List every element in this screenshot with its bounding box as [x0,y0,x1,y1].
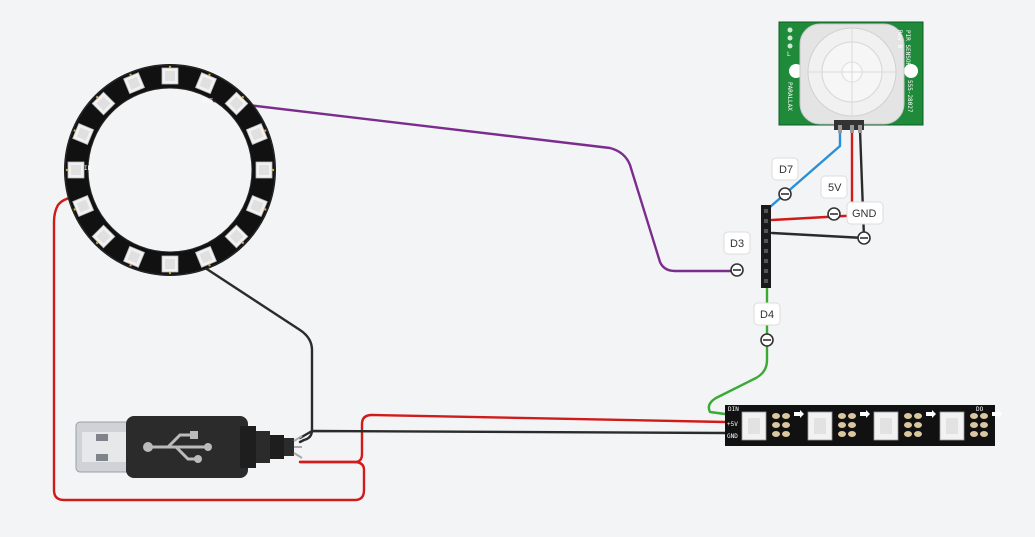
wire-label-5v-text: 5V [828,182,842,194]
ring-led [224,224,249,249]
usb-icon [148,433,208,461]
wire-label-d4[interactable]: D4 [753,302,781,347]
strip-leds [741,410,1002,441]
ring-led [72,194,95,217]
ring-led [123,72,146,95]
wire-red-usb-to-strip[interactable] [298,413,727,464]
led-strip[interactable]: DIN +5V GND DO [725,405,1002,446]
header-pin [764,239,768,243]
usb-connector[interactable] [75,416,303,478]
wire-label-gnd[interactable]: GND [846,201,884,245]
header-pin [764,249,768,253]
pin-header[interactable] [761,205,771,288]
ring-led [255,161,275,179]
pir-jumper-label: L [787,51,791,58]
wire-black-usb-to-strip[interactable] [298,429,727,440]
strip-led [741,410,804,441]
header-pin [764,229,768,233]
ring-led [224,91,249,116]
ring-led [72,123,95,146]
ring-led [194,245,217,268]
ring-pin-out-label: OUT [202,98,213,105]
header-pin [764,219,768,223]
ring-led [194,72,217,95]
ring-led [91,91,116,116]
wire-black-ring-to-usb[interactable] [188,256,314,444]
ring-led [161,65,179,85]
wire-label-d3[interactable]: D3 [723,231,751,277]
neopixel-ring[interactable]: OUT IN [64,64,276,276]
header-pin [764,269,768,273]
pir-sensor[interactable]: L PIR SENSOR Rev B 555-28027 PARALLAX [778,21,924,133]
wire-green-header-to-strip[interactable] [707,286,769,416]
strip-led [873,410,936,441]
wire-blue-pir-to-header[interactable] [768,128,842,209]
header-pin [764,279,768,283]
wire-red-ring-to-usb[interactable] [52,194,366,502]
ring-led [161,255,179,275]
wires [52,99,866,502]
pir-part-number: 555-28027 [906,80,913,113]
pir-brand-label: PARALLAX [786,82,793,111]
ring-led [245,123,268,146]
ring-led [123,245,146,268]
strip-pin-do-label: DO [976,406,984,413]
wire-purple-ring-to-d3[interactable] [212,99,739,273]
strip-led [807,410,870,441]
ring-pin-in-label: IN [84,165,92,172]
header-pin [764,259,768,263]
wire-label-d7-text: D7 [779,164,793,176]
wire-label-5v[interactable]: 5V [820,175,848,221]
strip-led [939,410,1002,441]
strip-pin-5v-label: +5V [727,421,738,428]
wire-label-d3-text: D3 [730,238,744,250]
wire-label-d7[interactable]: D7 [771,157,799,201]
wire-label-d4-text: D4 [760,309,774,321]
strip-pin-din-label: DIN [728,406,739,413]
wire-label-gnd-text: GND [852,208,877,220]
ring-led [245,194,268,217]
ring-led [65,161,85,179]
pir-title-line2: Rev B [896,30,903,48]
header-pins [764,209,768,283]
strip-pin-gnd-label: GND [727,433,738,440]
header-pin [764,209,768,213]
ring-leds [65,65,275,275]
ring-led [91,224,116,249]
pir-title-line1: PIR SENSOR [904,30,911,67]
